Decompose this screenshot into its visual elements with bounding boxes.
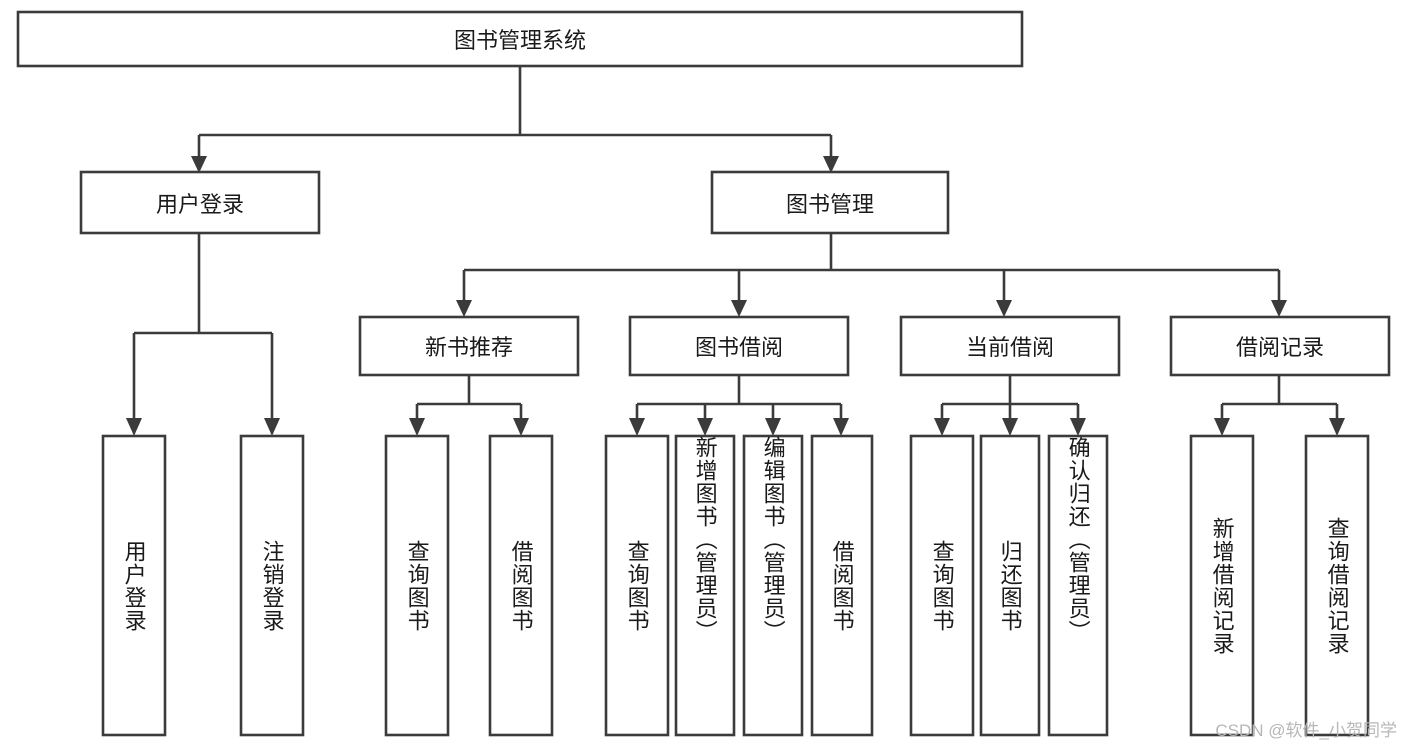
arrow-bb-leaf2	[697, 418, 713, 436]
arrow-cb-leaf2	[1002, 418, 1018, 436]
arrow-new-book	[456, 300, 472, 317]
arrow-leaf-user-login	[126, 418, 142, 436]
node-current-borrow[interactable]	[899, 315, 1121, 377]
arrow-cb-leaf3	[1070, 418, 1086, 436]
node-boxes	[16, 10, 1391, 737]
arrow-user-login	[191, 156, 207, 173]
arrow-book-borrow	[731, 300, 747, 317]
node-root[interactable]	[16, 10, 1024, 68]
arrow-br-leaf2	[1329, 418, 1345, 436]
leaf-nb-borrow-book[interactable]	[488, 434, 554, 737]
connectors	[126, 66, 1345, 436]
leaf-bb-edit-book[interactable]	[742, 434, 804, 737]
node-user-login[interactable]	[79, 170, 321, 235]
arrow-nb-leaf2	[513, 418, 529, 436]
leaf-bb-borrow-book[interactable]	[810, 434, 874, 737]
arrow-nb-leaf1	[409, 418, 425, 436]
leaf-logout[interactable]	[239, 434, 305, 737]
arrow-bb-leaf3	[765, 418, 781, 436]
node-book-borrow[interactable]	[628, 315, 850, 377]
leaf-cb-confirm-return[interactable]	[1047, 434, 1109, 737]
arrow-bb-leaf4	[833, 418, 849, 436]
leaf-user-login[interactable]	[101, 434, 167, 737]
arrow-br-leaf1	[1214, 418, 1230, 436]
leaf-nb-query-book[interactable]	[384, 434, 450, 737]
arrow-cb-leaf1	[934, 418, 950, 436]
node-new-book-recommend[interactable]	[358, 315, 580, 377]
leaf-bb-query-book[interactable]	[604, 434, 670, 737]
arrow-borrow-record	[1271, 300, 1287, 317]
leaf-br-add-record[interactable]	[1189, 434, 1255, 737]
node-book-manage[interactable]	[710, 170, 950, 235]
arrow-book-manage	[823, 156, 839, 173]
leaf-cb-return-book[interactable]	[979, 434, 1041, 737]
arrow-leaf-logout	[264, 418, 280, 436]
leaf-bb-add-book[interactable]	[674, 434, 736, 737]
arrow-bb-leaf1	[629, 418, 645, 436]
leaf-cb-query-book[interactable]	[909, 434, 975, 737]
arrow-current-borrow	[996, 300, 1012, 317]
leaf-br-query-record[interactable]	[1304, 434, 1370, 737]
node-borrow-record[interactable]	[1169, 315, 1391, 377]
